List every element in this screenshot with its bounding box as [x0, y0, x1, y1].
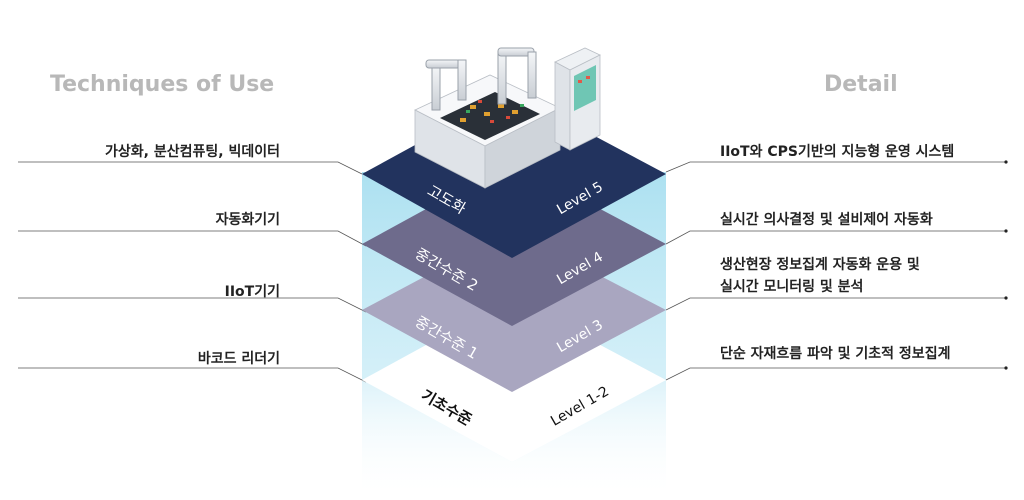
connector-left-level3	[18, 297, 367, 313]
connector-left-level5	[18, 161, 363, 175]
smart-factory-machine-illustration	[414, 47, 601, 189]
techniques-heading: Techniques of Use	[50, 72, 275, 97]
detail-label-level4: 실시간 의사결정 및 설비제어 자동화	[720, 212, 933, 228]
detail-label-level1-2: 단순 자재흐름 파악 및 기초적 정보집계	[720, 346, 951, 362]
connector-right-level4	[665, 230, 1006, 245]
base-glow	[362, 380, 666, 500]
connector-right-level3	[665, 297, 1006, 311]
detail-label-level3-line1: 생산현장 정보집계 자동화 운용 및	[720, 257, 920, 273]
connector-lines	[18, 161, 1006, 383]
detail-label-level3-line2: 실시간 모니터링 및 분석	[720, 279, 864, 295]
connector-left-level4	[18, 230, 367, 247]
connector-right-level5	[665, 161, 1006, 173]
connector-dots	[1004, 160, 1008, 370]
technique-label-level5: 가상화, 분산컴퓨팅, 빅데이터	[105, 144, 280, 160]
connector-left-level1-2	[18, 367, 367, 383]
technique-label-level1-2: 바코드 리더기	[197, 351, 280, 367]
technique-label-level4: 자동화기기	[215, 212, 280, 228]
technique-label-level3: IIoT기기	[224, 284, 280, 300]
detail-heading: Detail	[824, 72, 898, 97]
detail-label-level5: IIoT와 CPS기반의 지능형 운영 시스템	[720, 144, 955, 160]
connector-right-level1-2	[665, 367, 1006, 381]
